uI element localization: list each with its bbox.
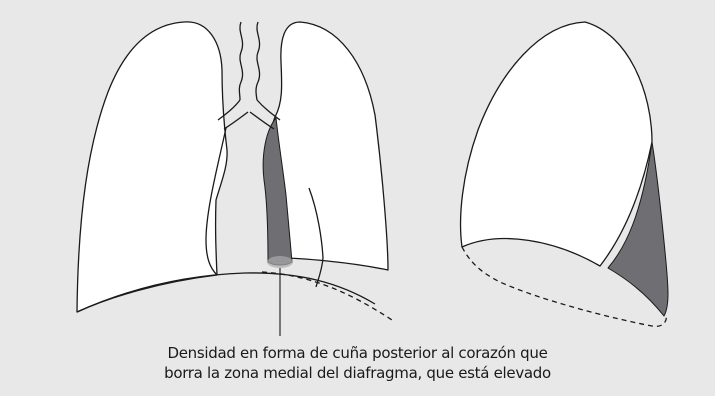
frontal-view xyxy=(76,21,396,336)
left-bronchus-inner xyxy=(249,111,275,130)
frontal-right-lung xyxy=(76,21,228,313)
heart-silhouette xyxy=(205,127,227,276)
density-blur xyxy=(267,256,293,268)
lateral-view xyxy=(459,21,669,328)
trachea-right-wall xyxy=(255,21,261,101)
right-main-bronchus xyxy=(217,99,241,121)
diaphragm-dome xyxy=(76,272,376,313)
lateral-diaphragm-previous xyxy=(461,246,668,328)
lateral-lung xyxy=(459,21,653,267)
diaphragm-previous-position xyxy=(261,271,396,323)
figure-caption: Densidad en forma de cuña posterior al c… xyxy=(0,343,715,383)
trachea-left-wall xyxy=(238,21,244,101)
caption-line-2: borra la zona medial del diafragma, que … xyxy=(164,364,551,382)
lateral-density xyxy=(607,141,669,317)
caption-line-1: Densidad en forma de cuña posterior al c… xyxy=(167,344,548,362)
right-bronchus-inner xyxy=(223,111,249,130)
heart-left-border xyxy=(308,187,324,288)
left-main-bronchus xyxy=(256,99,281,121)
